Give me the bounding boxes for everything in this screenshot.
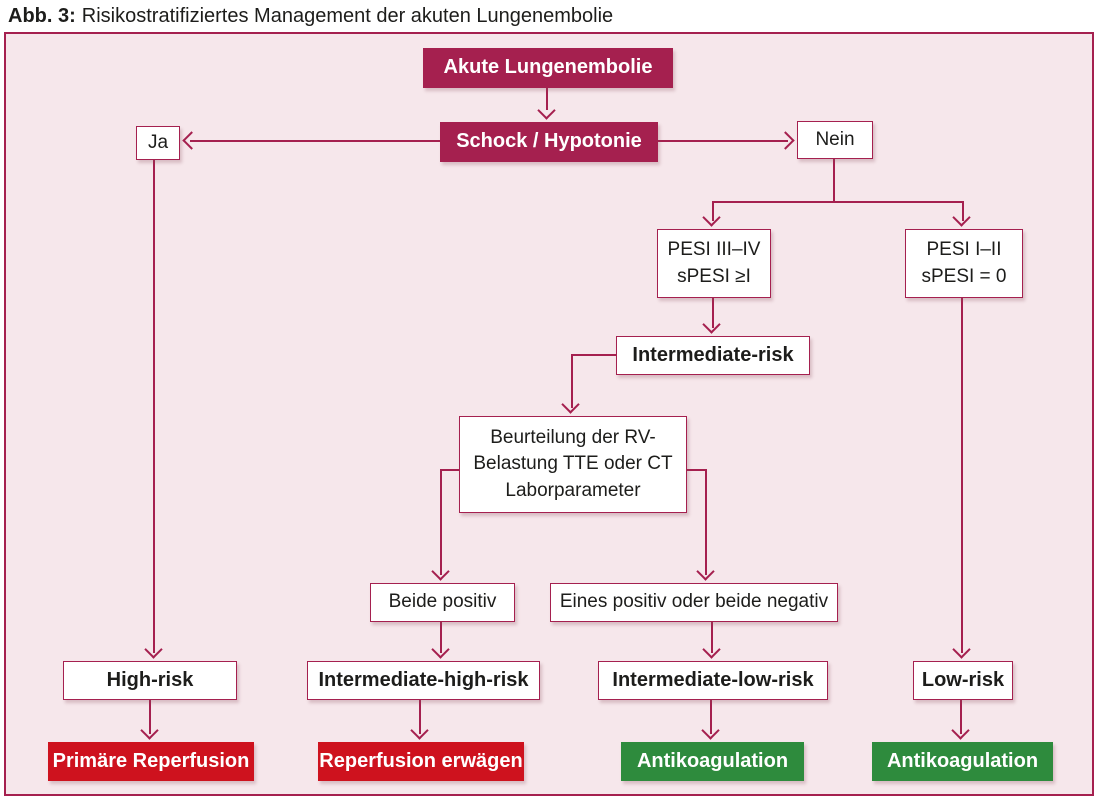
- node-low-risk: Low-risk: [913, 661, 1013, 700]
- node-label: Intermediate-low-risk: [612, 668, 814, 691]
- node-eines-positiv: Eines positiv oder beide negativ: [550, 583, 838, 622]
- node-reperfusion-erwaegen: Reperfusion erwägen: [318, 742, 524, 781]
- connector-intermediate-left: [571, 354, 617, 356]
- connector-ilr-antikoagulation: [710, 700, 712, 734]
- node-beide-positiv: Beide positiv: [370, 583, 515, 622]
- connector-assessment-beide: [440, 469, 442, 575]
- node-label: Akute Lungenembolie: [443, 56, 653, 79]
- node-label-line1: Beurteilung der RV-: [490, 427, 656, 449]
- node-schock-hypotonie: Schock / Hypotonie: [440, 122, 658, 162]
- node-label-line1: PESI III–IV: [667, 239, 761, 261]
- connector-intermediate-assessment: [571, 354, 573, 408]
- node-intermediate-high-risk: Intermediate-high-risk: [307, 661, 540, 700]
- node-pesi-i-ii: PESI I–II sPESI = 0: [905, 229, 1023, 298]
- connector-split-right-down: [962, 201, 964, 221]
- connector-schock-ja: [190, 140, 440, 142]
- node-label: Schock / Hypotonie: [456, 130, 642, 153]
- connector-split-bar: [712, 201, 964, 203]
- node-label: Antikoagulation: [636, 749, 789, 772]
- connector-ihr-reperfusion: [419, 700, 421, 734]
- node-label-line2: sPESI = 0: [921, 265, 1007, 287]
- node-antikoagulation-left: Antikoagulation: [621, 742, 804, 781]
- node-primaere-reperfusion: Primäre Reperfusion: [48, 742, 254, 781]
- node-label-line2: sPESI ≥I: [677, 265, 751, 287]
- node-label-line2: Belastung TTE oder CT: [473, 453, 673, 475]
- connector-beide-ihr: [440, 622, 442, 653]
- node-label-line3: Laborparameter: [505, 479, 641, 501]
- node-label: Low-risk: [921, 668, 1005, 691]
- node-rv-assessment: Beurteilung der RV- Belastung TTE oder C…: [459, 416, 687, 513]
- node-label: Intermediate-high-risk: [318, 668, 529, 691]
- connector-eines-ilr: [711, 622, 713, 653]
- node-intermediate-low-risk: Intermediate-low-risk: [598, 661, 828, 700]
- connector-pesihigh-intermediate: [712, 298, 714, 328]
- connector-highrisk-reperfusion: [149, 700, 151, 734]
- node-label: Intermediate-risk: [632, 343, 794, 366]
- figure-title: Abb. 3:Risikostratifiziertes Management …: [8, 5, 613, 28]
- connector-lowrisk-antikoagulation: [960, 700, 962, 734]
- connector-akute-schock: [546, 88, 548, 110]
- connector-split-left-down: [712, 201, 714, 221]
- node-label-line1: PESI I–II: [926, 239, 1002, 261]
- node-label: Eines positiv oder beide negativ: [559, 591, 829, 613]
- node-label: Reperfusion erwägen: [319, 749, 523, 772]
- node-label: Antikoagulation: [886, 749, 1039, 772]
- node-high-risk: High-risk: [63, 661, 237, 700]
- connector-nein-down: [833, 159, 835, 203]
- figure-caption: Risikostratifiziertes Management der aku…: [81, 5, 614, 27]
- connector-assessment-left: [440, 469, 460, 471]
- connector-schock-nein: [658, 140, 788, 142]
- connector-ja-highrisk: [153, 160, 155, 653]
- node-label: Nein: [815, 128, 855, 150]
- node-label: Ja: [147, 131, 169, 153]
- node-label: Beide positiv: [388, 591, 497, 613]
- node-intermediate-risk: Intermediate-risk: [616, 336, 810, 375]
- node-label: High-risk: [106, 668, 194, 691]
- node-nein: Nein: [797, 121, 873, 159]
- figure-label: Abb. 3:: [8, 5, 76, 27]
- connector-pesilow-lowrisk: [961, 298, 963, 653]
- node-ja: Ja: [136, 126, 180, 160]
- node-akute-lungenembolie: Akute Lungenembolie: [423, 48, 673, 88]
- connector-assessment-eines: [705, 469, 707, 575]
- node-antikoagulation-right: Antikoagulation: [872, 742, 1053, 781]
- node-label: Primäre Reperfusion: [52, 749, 250, 772]
- node-pesi-iii-iv: PESI III–IV sPESI ≥I: [657, 229, 771, 298]
- connector-assessment-right: [687, 469, 707, 471]
